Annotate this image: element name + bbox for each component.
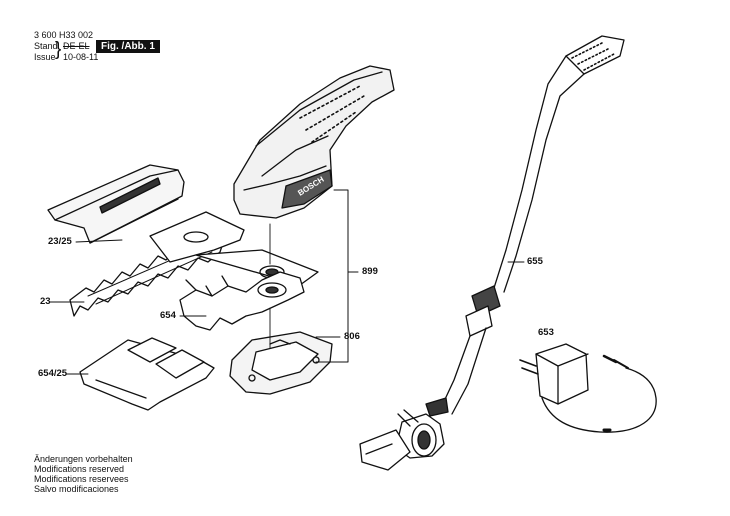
footer-line-en: Modifications reserved xyxy=(34,464,125,474)
header-brace: } xyxy=(55,39,62,60)
part-label-23: 23 xyxy=(40,296,51,307)
trimmer-handle xyxy=(233,65,395,219)
document-number: 3 600 H33 002 xyxy=(34,30,94,40)
grass-blade-cover xyxy=(79,337,215,411)
issue-value: 10-08-11 xyxy=(63,52,99,62)
blade-plate xyxy=(149,211,319,286)
telescopic-handle xyxy=(359,35,625,471)
blade-cover xyxy=(47,164,185,244)
part-label-806: 806 xyxy=(344,331,360,342)
footer-line-es: Salvo modificaciones xyxy=(34,484,119,494)
part-label-653: 653 xyxy=(538,327,554,338)
part-label-899: 899 xyxy=(362,266,378,277)
issue-label: Issue xyxy=(34,52,56,62)
part-label-23-25: 23/25 xyxy=(48,236,72,247)
stand-value: DE-EL xyxy=(63,41,90,51)
part-label-654-25: 654/25 xyxy=(38,368,68,379)
figure-label: Fig. /Abb. 1 xyxy=(96,40,160,53)
base-plate xyxy=(229,331,333,395)
stand-label: Stand xyxy=(34,41,58,51)
footer-line-fr: Modifications reservees xyxy=(34,474,129,484)
grass-shear-blade xyxy=(179,271,305,331)
part-label-655: 655 xyxy=(527,256,543,267)
footer-line-de: Änderungen vorbehalten xyxy=(34,454,133,464)
part-label-654: 654 xyxy=(160,310,176,321)
charger xyxy=(519,343,657,433)
